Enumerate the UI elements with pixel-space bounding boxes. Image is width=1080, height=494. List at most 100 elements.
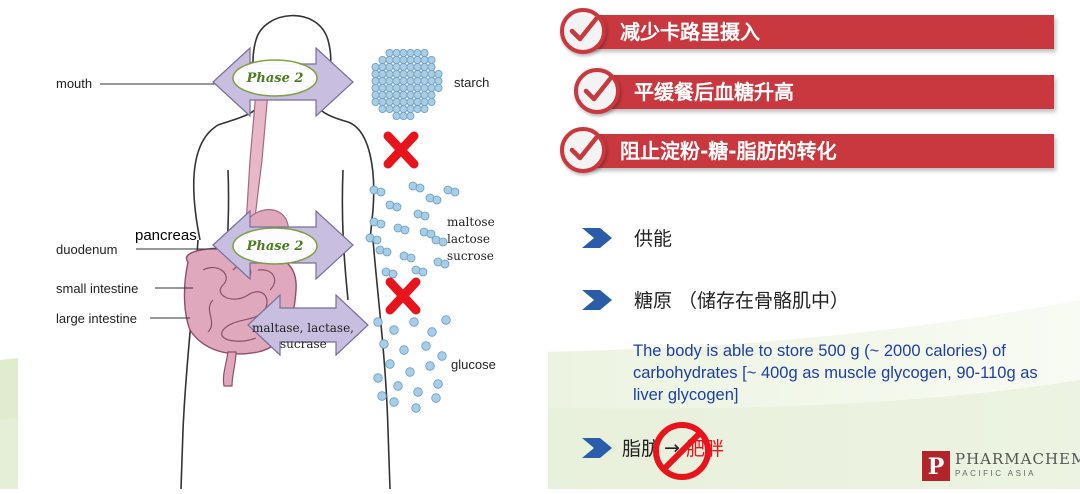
starch-bead — [420, 56, 429, 65]
glucose-bead — [379, 339, 389, 349]
glucose-bead — [389, 397, 399, 407]
starch-bead — [385, 63, 394, 72]
starch-bead — [392, 49, 401, 58]
bullet-glycogen-text: 糖原 （储存在骨骼肌中） — [634, 290, 850, 312]
starch-bead — [427, 63, 436, 72]
label-enzymes-line1: maltase, lactase, — [252, 321, 354, 335]
starch-bead — [413, 63, 422, 72]
starch-bead — [378, 56, 387, 65]
sugar-bead — [376, 187, 386, 197]
starch-bead — [399, 56, 408, 65]
starch-bead — [434, 70, 443, 79]
starch-bead — [392, 63, 401, 72]
starch-bead — [399, 70, 408, 79]
svg-text:P: P — [928, 454, 945, 480]
benefit-label-3: 阻止淀粉-糖-脂肪的转化 — [620, 139, 837, 163]
starch-molecule-cluster — [371, 49, 443, 121]
label-lactose: lactose — [447, 232, 491, 246]
sugar-bead — [418, 267, 428, 277]
starch-bead — [399, 98, 408, 107]
starch-bead — [378, 70, 387, 79]
check-icon-2 — [574, 68, 620, 114]
sugar-bead — [388, 269, 398, 279]
sugar-bead — [376, 219, 386, 229]
starch-bead — [406, 98, 415, 107]
svg-text:Phase 2: Phase 2 — [246, 71, 304, 86]
starch-bead — [420, 105, 429, 114]
starch-bead — [434, 84, 443, 93]
starch-bead — [378, 91, 387, 100]
sugar-bead — [426, 229, 436, 239]
bullet-energy-text: 供能 — [634, 228, 673, 250]
double-arrow-intestine — [247, 293, 369, 357]
block-cross-icon-top — [383, 131, 419, 169]
starch-bead — [399, 49, 408, 58]
starch-bead — [406, 49, 415, 58]
starch-bead — [420, 77, 429, 86]
starch-bead — [378, 98, 387, 107]
starch-bead — [399, 77, 408, 86]
glucose-bead — [425, 361, 435, 371]
starch-bead — [413, 98, 422, 107]
benefit-banner-1: 减少卡路里摄入 — [590, 15, 1054, 49]
benefit-banner-2: 平缓餐后血糖升高 — [590, 75, 1054, 109]
starch-bead — [371, 84, 380, 93]
starch-bead — [399, 84, 408, 93]
logo-subtitle: PACIFIC ASIA — [955, 469, 1036, 478]
label-starch: starch — [454, 75, 490, 90]
glucose-bead — [431, 393, 441, 403]
glucose-bead — [373, 373, 383, 383]
rectum — [222, 351, 237, 387]
glucose-bead — [373, 317, 383, 327]
starch-bead — [413, 84, 422, 93]
glucose-bead — [437, 351, 447, 361]
starch-bead — [392, 56, 401, 65]
phase2-badge-top: Phase 2 — [232, 59, 318, 97]
label-maltose: maltose — [447, 215, 495, 229]
starch-bead — [406, 70, 415, 79]
starch-bead — [399, 112, 408, 121]
starch-bead — [399, 91, 408, 100]
benefit-label-1: 减少卡路里摄入 — [620, 20, 760, 44]
starch-bead — [385, 84, 394, 93]
starch-bead — [427, 70, 436, 79]
starch-bead — [413, 91, 422, 100]
starch-bead — [406, 63, 415, 72]
glucose-bead — [385, 359, 395, 369]
starch-bead — [371, 70, 380, 79]
label-duodenum: duodenum — [56, 242, 118, 257]
glucose-bead — [399, 345, 409, 355]
sugar-bead — [372, 235, 382, 245]
starch-bead — [406, 56, 415, 65]
label-pancreas: pancreas — [135, 227, 197, 244]
starch-bead — [392, 84, 401, 93]
sugar-bead — [438, 237, 448, 247]
starch-bead — [434, 77, 443, 86]
starch-bead — [427, 56, 436, 65]
chevron-right-icon — [582, 227, 612, 248]
pharmachem-logo-icon: P — [922, 451, 950, 481]
starch-bead — [378, 84, 387, 93]
bullet-energy: 供能 — [580, 224, 672, 251]
starch-bead — [420, 63, 429, 72]
starch-bead — [371, 91, 380, 100]
sugar-bead — [400, 225, 410, 235]
starch-bead — [392, 77, 401, 86]
sugar-bead — [392, 202, 402, 212]
starch-bead — [420, 98, 429, 107]
sugar-molecules — [365, 181, 460, 279]
sugar-bead — [382, 247, 392, 257]
glucose-bead — [405, 367, 415, 377]
prohibition-icon — [653, 422, 711, 480]
digestion-diagram-panel: Phase 2 Phase 2 mouth starch pancreas du… — [18, 0, 548, 490]
starch-bead — [385, 91, 394, 100]
starch-bead — [378, 105, 387, 114]
glucose-bead — [393, 381, 403, 391]
starch-bead — [420, 49, 429, 58]
glucose-bead — [441, 315, 451, 325]
starch-bead — [385, 98, 394, 107]
starch-bead — [413, 56, 422, 65]
fat-label: 脂肪 — [622, 438, 661, 460]
glucose-bead — [433, 379, 443, 389]
starch-bead — [385, 56, 394, 65]
